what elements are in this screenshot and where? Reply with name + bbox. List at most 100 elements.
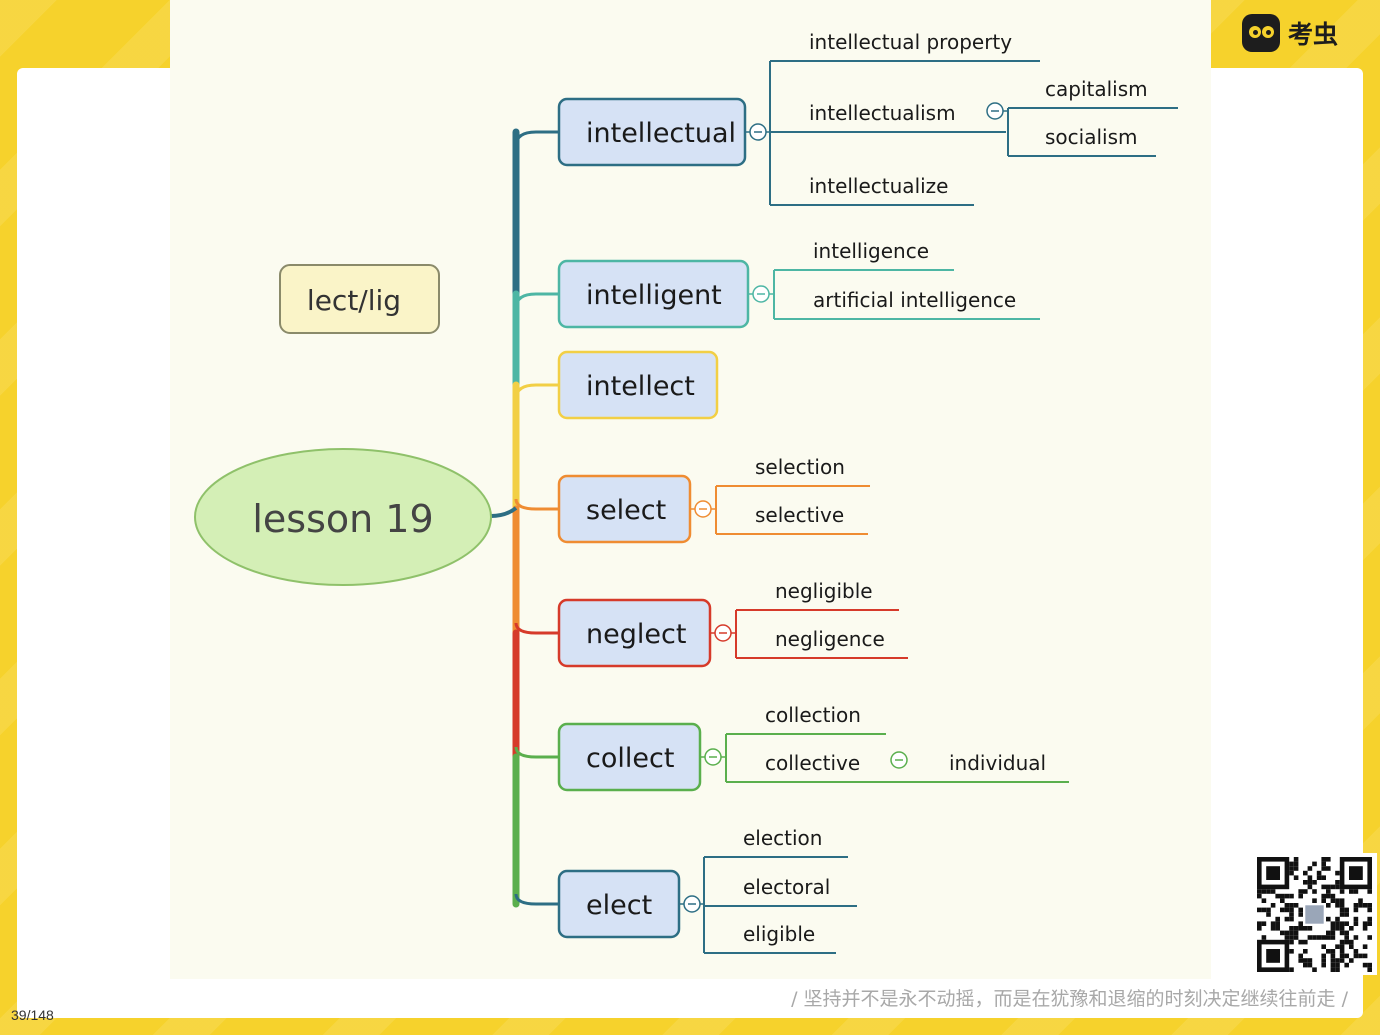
- qr-module: [1284, 893, 1290, 899]
- qr-code: [1253, 853, 1377, 975]
- qr-module: [1353, 916, 1359, 922]
- qr-module: [1330, 921, 1336, 926]
- qr-module: [1289, 861, 1294, 867]
- qr-module: [1330, 893, 1336, 899]
- qr-module: [1362, 944, 1368, 949]
- qr-module: [1312, 861, 1317, 867]
- qr-module: [1298, 953, 1303, 959]
- qr-module: [1335, 903, 1340, 908]
- qr-module: [1335, 958, 1340, 963]
- qr-module: [1312, 935, 1317, 940]
- qr-module: [1335, 921, 1340, 926]
- qr-module: [1362, 903, 1368, 908]
- qr-module: [1257, 921, 1262, 926]
- qr-module: [1289, 912, 1294, 917]
- qr-module: [1303, 949, 1308, 954]
- branch-label: elect: [586, 890, 652, 921]
- qr-module: [1353, 935, 1359, 940]
- child-label: artificial intelligence: [813, 288, 1016, 312]
- qr-module: [1362, 921, 1368, 926]
- qr-module: [1266, 866, 1280, 880]
- qr-module: [1321, 893, 1326, 899]
- branch-connector: [514, 292, 559, 309]
- qr-module: [1367, 916, 1372, 922]
- qr-module: [1293, 861, 1299, 867]
- qr-module: [1289, 870, 1294, 876]
- qr-module: [1284, 930, 1290, 936]
- qr-module: [1353, 889, 1359, 894]
- branch-label: intelligent: [586, 280, 722, 311]
- floating-node: [279, 264, 440, 334]
- brand-name: 考虫: [1287, 20, 1338, 49]
- qr-module: [1321, 875, 1326, 880]
- qr-module: [1293, 875, 1299, 880]
- branch-connector: [514, 893, 559, 906]
- qr-module: [1330, 898, 1336, 903]
- qr-module: [1307, 926, 1313, 931]
- qr-module: [1284, 907, 1290, 913]
- qr-module: [1307, 962, 1313, 968]
- qr-module: [1353, 903, 1359, 908]
- qr-module: [1349, 866, 1363, 880]
- branch-connector: [514, 383, 559, 400]
- qr-module: [1303, 870, 1308, 876]
- qr-module: [1326, 889, 1331, 894]
- qr-module: [1303, 958, 1308, 963]
- qr-module: [1335, 884, 1340, 890]
- qr-module: [1339, 930, 1345, 936]
- qr-module: [1257, 907, 1262, 913]
- qr-module: [1293, 935, 1299, 940]
- qr-module: [1266, 949, 1280, 963]
- child-label: intellectualism: [809, 101, 956, 125]
- branch-connector: [514, 746, 559, 759]
- root-connector: [490, 506, 518, 518]
- qr-module: [1349, 958, 1354, 963]
- qr-module: [1257, 926, 1262, 931]
- qr-module: [1307, 866, 1313, 871]
- child-label: collective: [765, 751, 860, 775]
- qr-module: [1339, 921, 1345, 926]
- qr-module: [1307, 958, 1313, 963]
- qr-module: [1266, 889, 1271, 894]
- qr-module: [1275, 921, 1280, 926]
- qr-module: [1344, 953, 1349, 959]
- qr-module: [1289, 939, 1294, 945]
- qr-module: [1305, 905, 1324, 924]
- qr-module: [1330, 958, 1336, 963]
- qr-module: [1293, 926, 1299, 931]
- qr-module: [1298, 926, 1303, 931]
- qr-module: [1321, 953, 1326, 959]
- qr-module: [1362, 926, 1368, 931]
- qr-module: [1312, 880, 1317, 885]
- child-label: intellectualize: [809, 174, 948, 198]
- qr-module: [1266, 912, 1271, 917]
- qr-module: [1303, 889, 1308, 894]
- qr-module: [1339, 953, 1345, 959]
- qr-module: [1293, 857, 1299, 862]
- branch-connector: [514, 498, 559, 511]
- qr-module: [1298, 889, 1303, 894]
- qr-module: [1289, 893, 1294, 899]
- qr-module: [1344, 962, 1349, 968]
- qr-module: [1339, 889, 1345, 894]
- qr-module: [1316, 870, 1322, 876]
- qr-module: [1362, 953, 1368, 959]
- qr-module: [1298, 907, 1303, 913]
- qr-module: [1289, 866, 1294, 871]
- qr-module: [1326, 916, 1331, 922]
- qr-module: [1330, 962, 1336, 968]
- qr-module: [1367, 962, 1372, 968]
- qr-module: [1298, 958, 1303, 963]
- branch-connector: [514, 130, 559, 147]
- qr-module: [1312, 889, 1317, 894]
- qr-module: [1339, 912, 1345, 917]
- qr-module: [1289, 926, 1294, 931]
- qr-module: [1326, 903, 1331, 908]
- qr-module: [1330, 949, 1336, 954]
- qr-module: [1289, 930, 1294, 936]
- qr-module: [1298, 893, 1303, 899]
- qr-module: [1261, 898, 1267, 903]
- qr-module: [1289, 916, 1294, 922]
- qr-module: [1312, 898, 1317, 903]
